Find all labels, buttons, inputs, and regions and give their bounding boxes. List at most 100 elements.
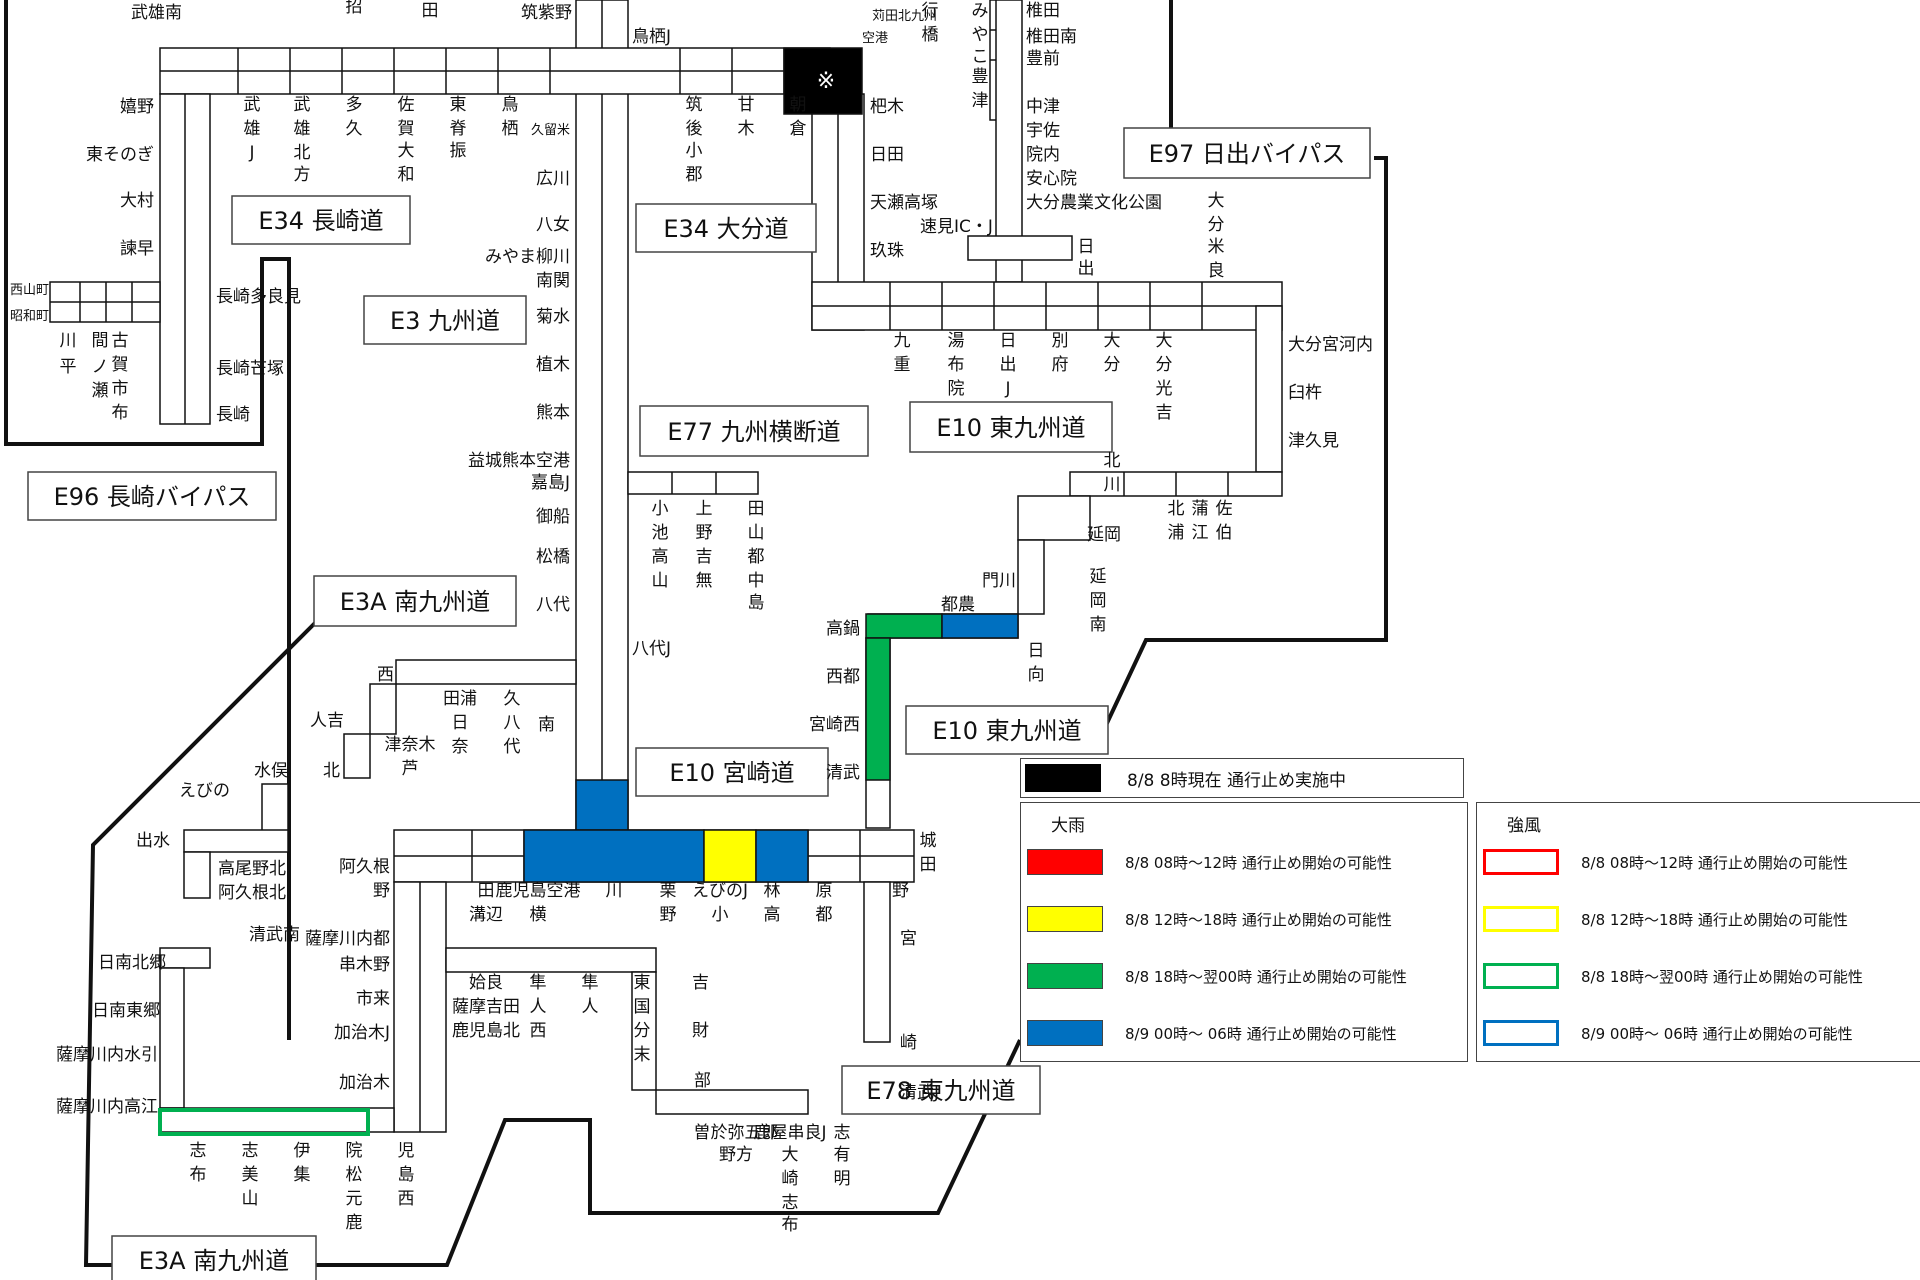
- segment-green-saito: [865, 637, 891, 781]
- station-label: 日: [1028, 641, 1045, 661]
- station-label: 伯: [1216, 523, 1233, 543]
- rain-legend-text: 8/9 00時～ 06時 通行止め開始の可能性: [1125, 1024, 1397, 1043]
- station-label: 田: [422, 1, 439, 21]
- station-label: 門川: [982, 571, 1016, 591]
- station-label: 吉: [692, 973, 709, 993]
- station-label: 田浦: [443, 689, 477, 709]
- station-label: 湯: [948, 331, 965, 351]
- route-box-e78-higashikyushu: [841, 1065, 1041, 1115]
- station-label: 光: [1156, 379, 1173, 399]
- station-label: 西: [377, 665, 394, 685]
- station-label: 北: [1168, 499, 1185, 519]
- station-label: 武: [294, 95, 311, 115]
- station-label: 山: [652, 571, 669, 591]
- station-label: 分: [634, 1021, 651, 1041]
- route-box-e34-nagasaki: [231, 195, 411, 245]
- station-label: 小: [686, 141, 703, 161]
- station-label: 原: [816, 881, 833, 901]
- station-label: 西山町: [10, 283, 49, 298]
- station-label: 北: [323, 761, 340, 781]
- station-label: 八女: [536, 215, 570, 235]
- station-label: 佐: [398, 95, 415, 115]
- segment-green-takanabe: [865, 613, 943, 639]
- station-label: 吉: [1156, 403, 1173, 423]
- road-grid: [49, 0, 1283, 1133]
- station-label: 布: [948, 355, 965, 375]
- station-label: 小: [652, 499, 669, 519]
- station-label: 東: [450, 95, 467, 115]
- station-label: 姶良: [469, 973, 503, 993]
- station-label: 元: [346, 1189, 363, 1209]
- station-label: 田: [920, 855, 937, 875]
- station-label: 財: [692, 1021, 709, 1041]
- station-label: 出: [1000, 355, 1017, 375]
- wind-legend-text: 8/8 08時～12時 通行止め開始の可能性: [1581, 853, 1848, 872]
- route-name-e10-miyazaki: E10 宮崎道: [669, 759, 794, 787]
- rain-legend-text: 8/8 18時～翌00時 通行止め開始の可能性: [1125, 967, 1407, 986]
- station-label: 有: [834, 1145, 851, 1165]
- wind-swatch-red: [1483, 849, 1559, 875]
- station-label: 北: [294, 143, 311, 163]
- station-label: 分: [1104, 355, 1121, 375]
- station-label: 志: [190, 1141, 207, 1161]
- station-label: 賀: [398, 119, 415, 139]
- station-label: 大: [782, 1145, 799, 1165]
- wind-swatch-green: [1483, 963, 1559, 989]
- station-label: 延岡: [1087, 525, 1121, 545]
- station-label: 大: [1156, 331, 1173, 351]
- station-label: 人: [530, 997, 547, 1017]
- wind-legend-text: 8/8 18時～翌00時 通行止め開始の可能性: [1581, 967, 1863, 986]
- boundary-nw: [4, 0, 291, 1040]
- station-label: ノ: [92, 357, 109, 377]
- station-label: 郡: [686, 165, 703, 185]
- station-label: 長崎多良見: [216, 287, 301, 307]
- station-label: 田: [478, 881, 495, 901]
- station-label: 椎田南: [1026, 27, 1077, 47]
- station-label: 清武J: [900, 1083, 939, 1103]
- station-label: 院: [346, 1141, 363, 1161]
- station-label: 南: [538, 715, 555, 735]
- station-label: 島: [748, 593, 765, 613]
- station-label: 久: [504, 689, 521, 709]
- rain-legend-title: 大雨: [1051, 816, 1085, 836]
- station-label: 高: [764, 905, 781, 925]
- station-label: 大: [398, 141, 415, 161]
- station-label: 倉: [790, 119, 807, 139]
- station-label: 栗: [660, 881, 677, 901]
- station-label: 薩摩川内高江: [56, 1097, 158, 1117]
- station-label: 林: [764, 881, 781, 901]
- station-label: 松: [346, 1165, 363, 1185]
- station-label: 溝辺: [469, 905, 503, 925]
- station-label: みやま柳川: [485, 247, 570, 267]
- station-label: 院内: [1026, 145, 1060, 165]
- station-label: 代: [504, 737, 521, 757]
- wind-swatch-blue: [1483, 1020, 1559, 1046]
- station-label: 八: [504, 713, 521, 733]
- boundary-southwest: [83, 618, 1022, 1267]
- route-box-e3-kyushu: [363, 295, 527, 345]
- station-label: 平: [60, 357, 77, 377]
- station-label: 岡: [1090, 591, 1107, 611]
- rain-legend: 大雨 8/8 08時～12時 通行止め開始の可能性 8/8 12時～18時 通行…: [1020, 802, 1468, 1062]
- station-label: 津奈木: [385, 735, 436, 755]
- station-label: 浦: [1168, 523, 1185, 543]
- station-label: 益城熊本空港: [468, 451, 570, 471]
- station-label: 吉: [696, 547, 713, 567]
- station-label: 武雄南: [131, 3, 182, 23]
- station-label: えびのJ: [692, 881, 748, 901]
- station-label: 杷木: [870, 97, 904, 117]
- route-box-e77-kyushuoudan: [639, 405, 869, 457]
- station-label: 鹿: [346, 1213, 363, 1233]
- station-label: こ: [972, 47, 989, 67]
- station-label: 野: [892, 881, 909, 901]
- station-label: 院: [948, 379, 965, 399]
- station-label: 明: [834, 1169, 851, 1189]
- station-label: 苅田北九州: [872, 9, 937, 24]
- station-label: 中津: [1026, 97, 1060, 117]
- station-label: 雄: [244, 119, 261, 139]
- rain-swatch-green: [1027, 963, 1103, 989]
- station-label: 小: [712, 905, 729, 925]
- station-label: 菊水: [536, 307, 570, 327]
- station-label: 上: [696, 499, 713, 519]
